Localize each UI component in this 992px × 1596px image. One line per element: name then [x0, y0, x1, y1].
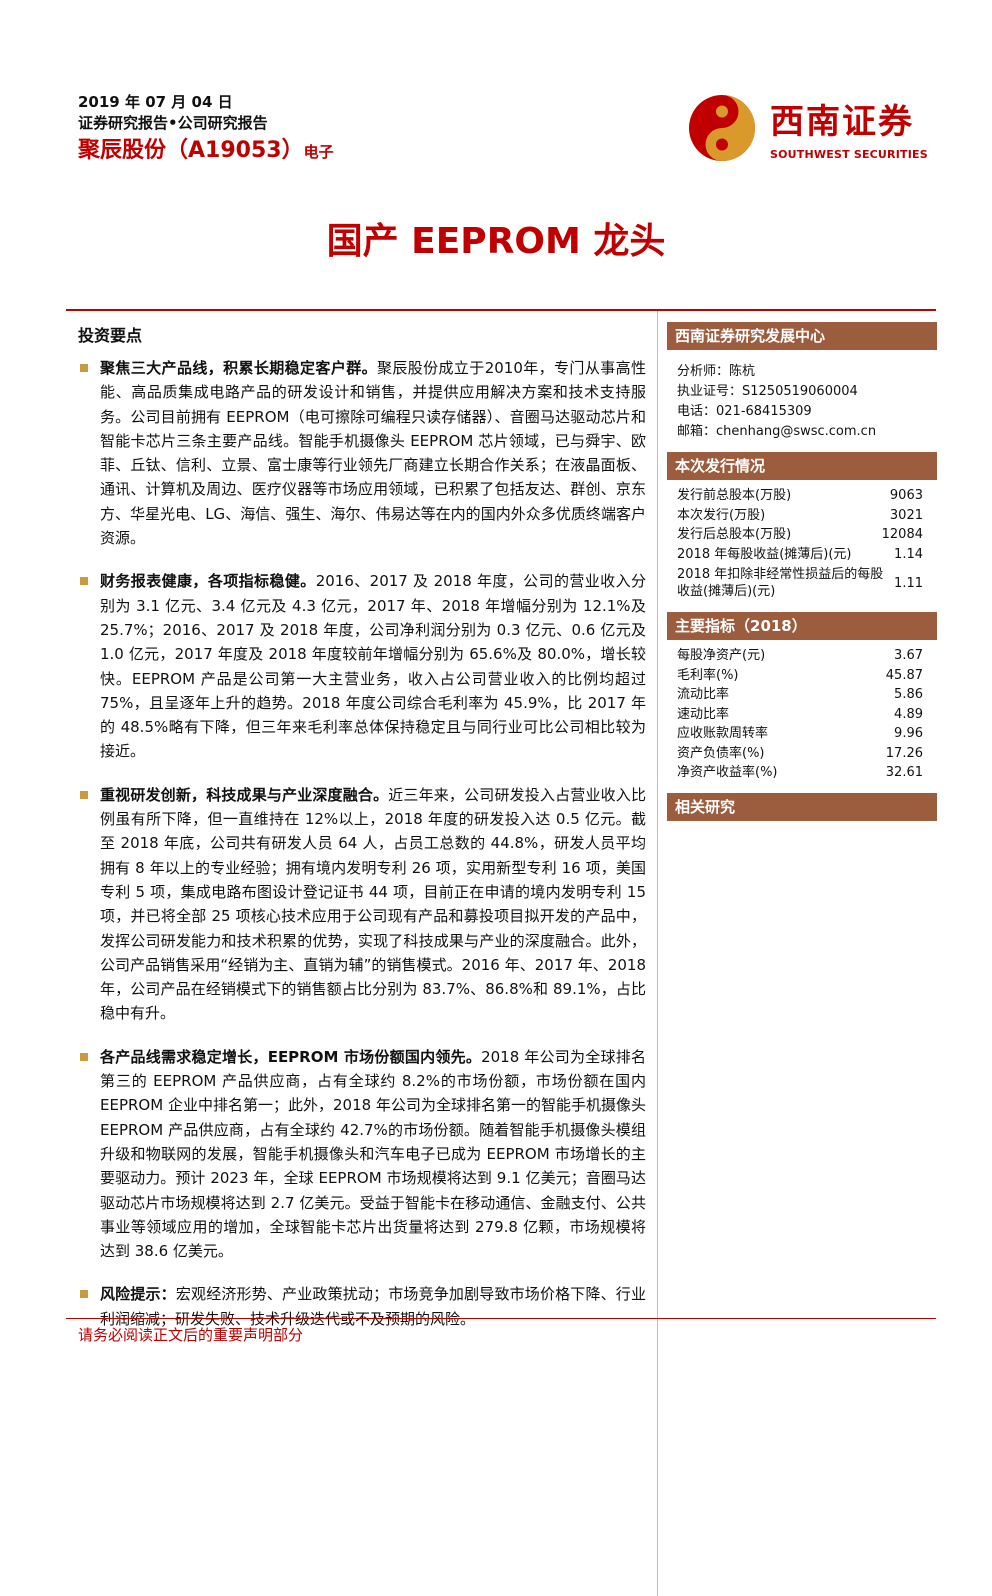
analyst-phone: 电话：021-68415309	[677, 404, 812, 419]
table-row: 本次发行(万股) 3021	[677, 506, 937, 526]
bullet-square-icon	[80, 1290, 88, 1299]
bullet-text: 宏观经济形势、产业政策扰动；市场竞争加剧导致市场价格下降、行业利润缩减；研发失败…	[100, 1285, 646, 1328]
logo-name-cn: 西南证券	[770, 102, 914, 142]
table-row: 应收账款周转率 9.96	[677, 724, 937, 744]
row-label: 每股净资产(元)	[677, 648, 766, 663]
bullet-square-icon	[80, 1052, 88, 1061]
bullet-text: 近三年来，公司研发投入占营业收入比例虽有所下降，但一直维持在 12%以上，201…	[100, 785, 646, 1023]
analyst-license: 执业证号：S1250519060004	[677, 384, 858, 399]
report-type: 证券研究报告•公司研究报告	[78, 114, 268, 132]
table-row: 每股净资产(元) 3.67	[677, 646, 937, 666]
logo-name-en: SOUTHWEST SECURITIES	[770, 148, 928, 161]
table-row: 净资产收益率(%) 32.61	[677, 763, 937, 783]
row-label: 资产负债率(%)	[677, 745, 765, 761]
bullet-square-icon	[80, 364, 88, 372]
table-row: 发行前总股本(万股) 9063	[677, 486, 937, 506]
research-center-header: 西南证券研究发展中心	[667, 322, 937, 350]
indicators-header: 主要指标（2018）	[667, 612, 937, 640]
row-label: 速动比率	[677, 706, 730, 722]
summary-bullet-market: 各产品线需求稳定增长，EEPROM 市场份额国内领先。2018 年公司为全球排名…	[78, 1045, 646, 1264]
bullet-text: 2016、2017 及 2018 年度，公司的营业收入分别为 3.1 亿元、3.…	[100, 572, 646, 761]
report-date: 2019 年 07 月 04 日	[78, 93, 233, 111]
bullet-lead: 聚焦三大产品线，积累长期稳定客户群。	[100, 359, 377, 377]
company-logo: 西南证券 SOUTHWEST SECURITIES	[686, 92, 946, 164]
row-value: 3021	[889, 507, 923, 523]
analyst-info: 分析师：陈杭 执业证号：S1250519060004 电话：021-684153…	[667, 350, 937, 452]
row-label: 本次发行(万股)	[677, 507, 766, 523]
industry-tag: 电子	[303, 143, 334, 161]
report-header: 2019 年 07 月 04 日 证券研究报告•公司研究报告 聚辰股份（A190…	[78, 92, 334, 167]
row-value: 3.67	[894, 648, 923, 663]
summary-bullet-products: 聚焦三大产品线，积累长期稳定客户群。聚辰股份成立于2010年，专门从事高性能、高…	[78, 356, 646, 550]
bullet-lead: 各产品线需求稳定增长，EEPROM 市场份额国内领先。	[100, 1047, 482, 1066]
row-value: 4.89	[894, 706, 923, 722]
bullet-square-icon	[80, 790, 88, 799]
stock-name-line: 聚辰股份（A19053）电子	[78, 136, 334, 167]
summary-title: 投资要点	[78, 326, 143, 345]
bullet-lead: 财务报表健康，各项指标稳健。	[100, 572, 316, 591]
row-value: 12084	[881, 527, 923, 542]
issuance-table: 发行前总股本(万股) 9063 本次发行(万股) 3021 发行后总股本(万股) 12…	[667, 480, 937, 612]
table-row: 发行后总股本(万股) 12084	[677, 525, 937, 545]
summary-bullet-rnd: 重视研发创新，科技成果与产业深度融合。近三年来，公司研发投入占营业收入比例虽有所…	[78, 783, 646, 1026]
bullet-lead: 重视研发创新，科技成果与产业深度融合。	[100, 785, 389, 804]
header-divider	[66, 309, 936, 311]
row-value: 9063	[889, 488, 923, 503]
bullet-lead: 风险提示：	[100, 1285, 176, 1304]
analyst-name: 分析师：陈杭	[677, 364, 756, 379]
table-row: 资产负债率(%) 17.26	[677, 744, 937, 764]
row-label: 流动比率	[677, 687, 730, 702]
southwest-securities-logo-icon	[689, 95, 755, 161]
table-row: 2018 年扣除非经常性损益后的每股收益(摊薄后)(元) 1.11	[677, 564, 937, 602]
bullet-text: 2018 年公司为全球排名第三的 EEPROM 产品供应商，占有全球约 8.2%…	[100, 1047, 646, 1261]
row-value: 32.61	[885, 765, 923, 780]
footer-disclaimer-notice: 请务必阅读正文后的重要声明部分	[78, 1326, 304, 1344]
sidebar: 西南证券研究发展中心 分析师：陈杭 执业证号：S1250519060004 电话…	[667, 322, 937, 821]
row-label: 发行后总股本(万股)	[677, 527, 792, 542]
row-label: 净资产收益率(%)	[677, 765, 778, 780]
bullet-text: 聚辰股份成立于2010年，专门从事高性能、高品质集成电路产品的研发设计和销售，并…	[100, 359, 646, 548]
row-label: 2018 年每股收益(摊薄后)(元)	[677, 546, 852, 562]
stock-name: 聚辰股份（A19053）	[78, 138, 304, 163]
row-label: 2018 年扣除非经常性损益后的每股收益(摊薄后)(元)	[677, 567, 884, 599]
footer-divider	[66, 1318, 936, 1319]
row-value: 5.86	[894, 687, 923, 702]
table-row: 毛利率(%) 45.87	[677, 666, 937, 686]
summary-bullet-financials: 财务报表健康，各项指标稳健。2016、2017 及 2018 年度，公司的营业收…	[78, 569, 646, 763]
bullet-square-icon	[80, 577, 88, 586]
issuance-header: 本次发行情况	[667, 452, 937, 480]
row-label: 毛利率(%)	[677, 667, 739, 683]
report-title: 国产 EEPROM 龙头	[326, 221, 666, 262]
indicators-table: 每股净资产(元) 3.67 毛利率(%) 45.87 流动比率 5.86 速动比率 4.…	[667, 640, 937, 793]
investment-summary: 投资要点 聚焦三大产品线，积累长期稳定客户群。聚辰股份成立于2010年，专门从事…	[78, 322, 646, 1350]
row-value: 1.11	[894, 575, 923, 591]
row-value: 17.26	[885, 745, 923, 761]
row-value: 45.87	[885, 667, 923, 683]
related-research-header: 相关研究	[667, 792, 937, 821]
table-row: 2018 年每股收益(摊薄后)(元) 1.14	[677, 545, 937, 565]
table-row: 流动比率 5.86	[677, 685, 937, 705]
column-divider	[657, 311, 658, 1596]
row-value: 9.96	[894, 726, 923, 741]
row-label: 发行前总股本(万股)	[677, 488, 792, 503]
analyst-email[interactable]: 邮箱：chenhang@swsc.com.cn	[677, 424, 877, 439]
table-row: 速动比率 4.89	[677, 705, 937, 725]
row-value: 1.14	[894, 546, 923, 562]
row-label: 应收账款周转率	[677, 726, 769, 741]
